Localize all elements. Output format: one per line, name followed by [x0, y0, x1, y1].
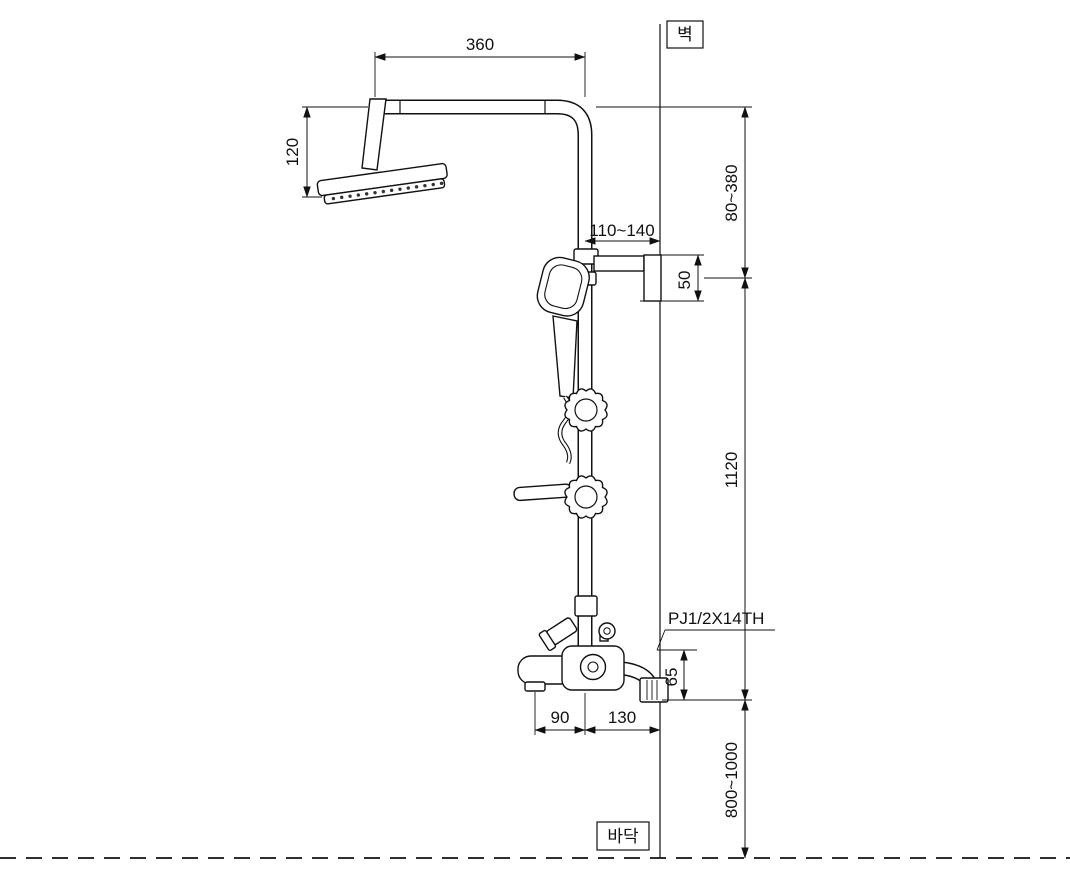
- wall-label: 벽: [666, 20, 704, 49]
- lever-handle: [513, 483, 573, 502]
- dimensions: 360 120 80~380 110~140 50 1120 PJ1/2X14T…: [283, 35, 775, 859]
- floor-label-text: 바닥: [607, 827, 639, 846]
- bracket-arm: [593, 255, 645, 272]
- dim-bracket-height: 50: [675, 271, 694, 290]
- rain-shower-head: [316, 162, 448, 205]
- diverter-knob: [564, 388, 608, 432]
- small-knob-center: [603, 627, 611, 635]
- wall-bracket: [643, 254, 662, 302]
- dim-head-offset: 120: [283, 138, 302, 166]
- dim-install-height: 800~1000: [722, 742, 741, 818]
- hand-shower-handle: [552, 315, 578, 399]
- riser-pipe: [375, 99, 593, 650]
- shower-column: [316, 98, 669, 703]
- temperature-knob: [564, 475, 608, 519]
- dim-bracket-reach: 110~140: [589, 221, 654, 240]
- thread-spec-label: PJ1/2X14TH: [668, 609, 764, 628]
- small-knob: [598, 622, 616, 640]
- valve-medallion: [579, 653, 607, 681]
- hand-shower-head: [536, 256, 590, 317]
- mixer-valve-assembly: [517, 595, 669, 703]
- diverter-pull: [538, 617, 578, 651]
- spray-nozzles: [331, 181, 444, 201]
- pipe-fitting: [574, 595, 598, 617]
- dim-top-width: 360: [466, 35, 494, 54]
- wall-label-text: 벽: [677, 25, 693, 44]
- dim-column-height: 1120: [722, 452, 741, 489]
- aerator: [524, 681, 546, 692]
- shower-head-neck: [361, 98, 387, 171]
- dim-valve-reach: 130: [608, 708, 636, 727]
- dim-valve-drop: 65: [662, 668, 681, 687]
- dim-spout-reach: 90: [551, 708, 570, 727]
- dim-upper-range: 80~380: [722, 164, 741, 221]
- floor-label: 바닥: [596, 821, 650, 851]
- wall-union: [639, 677, 669, 703]
